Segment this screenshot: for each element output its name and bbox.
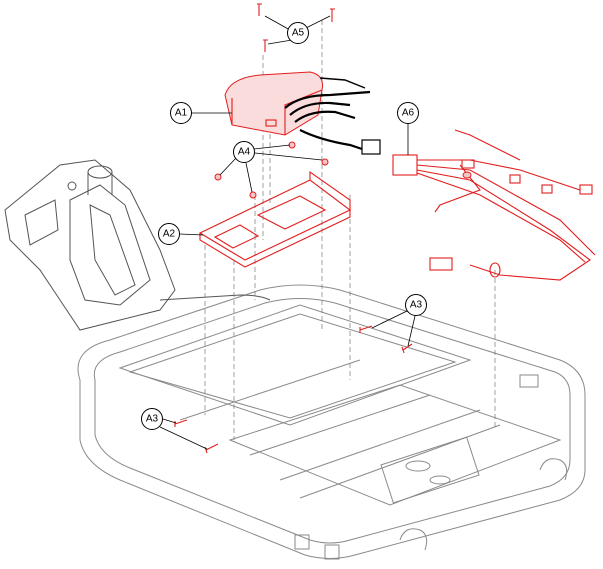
a1-controller (224, 71, 381, 155)
callout-a4: A4 (233, 141, 255, 163)
callout-a3-right: A3 (405, 294, 427, 316)
alignment-lines (204, 20, 496, 440)
a6-harness (392, 129, 596, 281)
callout-label: A6 (402, 108, 415, 119)
callout-a5: A5 (287, 22, 309, 44)
a3-bolts (174, 325, 413, 454)
seat-frame (77, 284, 586, 560)
callout-a6: A6 (397, 102, 419, 124)
callout-label: A1 (175, 108, 188, 119)
callout-label: A2 (163, 229, 176, 240)
callout-a2: A2 (158, 223, 180, 245)
leader-lines (159, 15, 416, 450)
callout-a3-left: A3 (141, 408, 163, 430)
a5-screws (257, 3, 335, 52)
callout-a1: A1 (170, 102, 192, 124)
a4-nuts (214, 141, 329, 199)
callout-label: A3 (146, 414, 159, 425)
front-base-structure (4, 159, 271, 331)
callout-label: A5 (292, 28, 305, 39)
callout-label: A3 (410, 300, 423, 311)
a2-bracket (198, 170, 352, 268)
callout-label: A4 (238, 147, 251, 158)
